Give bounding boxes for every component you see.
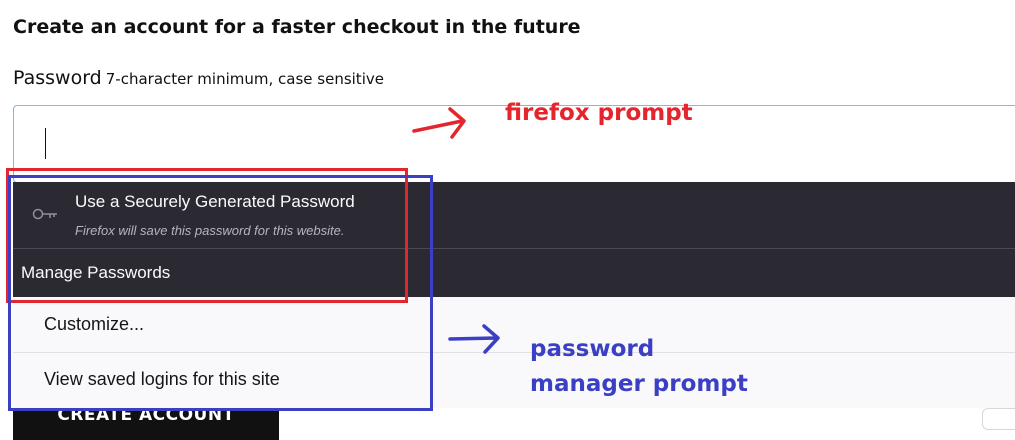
firefox-password-popup: Use a Securely Generated Password Firefo… [13, 182, 1015, 297]
side-widget[interactable] [982, 408, 1015, 430]
password-hint: 7-character minimum, case sensitive [105, 70, 384, 88]
generate-password-subtitle: Firefox will save this password for this… [75, 223, 345, 238]
firefox-prompt-highlight-box [6, 168, 408, 303]
password-label-text: Password [13, 67, 102, 89]
text-caret [45, 128, 46, 159]
password-manager-annotation-line2: manager prompt [530, 371, 748, 397]
generate-password-title: Use a Securely Generated Password [75, 192, 355, 211]
key-icon [32, 208, 57, 220]
password-manager-annotation-line1: password [530, 336, 655, 362]
view-saved-logins-item[interactable]: View saved logins for this site [13, 353, 1015, 408]
password-manager-divider [13, 352, 1015, 353]
password-manager-prompt-annotation: password manager prompt [530, 332, 748, 402]
popup-divider [13, 248, 1015, 249]
manage-passwords-item[interactable]: Manage Passwords [13, 249, 1015, 297]
manage-passwords-label: Manage Passwords [21, 263, 171, 282]
customize-item[interactable]: Customize... [13, 297, 1015, 352]
password-manager-highlight-box [8, 175, 433, 411]
red-arrow-icon [412, 107, 466, 139]
generate-password-item[interactable]: Use a Securely Generated Password Firefo… [13, 182, 1015, 248]
customize-label: Customize... [44, 314, 145, 334]
blue-arrow-icon [448, 324, 500, 354]
page-heading: Create an account for a faster checkout … [13, 16, 581, 38]
view-saved-logins-label: View saved logins for this site [44, 369, 280, 389]
firefox-prompt-annotation: firefox prompt [505, 100, 693, 126]
password-manager-popup: Customize... View saved logins for this … [13, 297, 1015, 408]
